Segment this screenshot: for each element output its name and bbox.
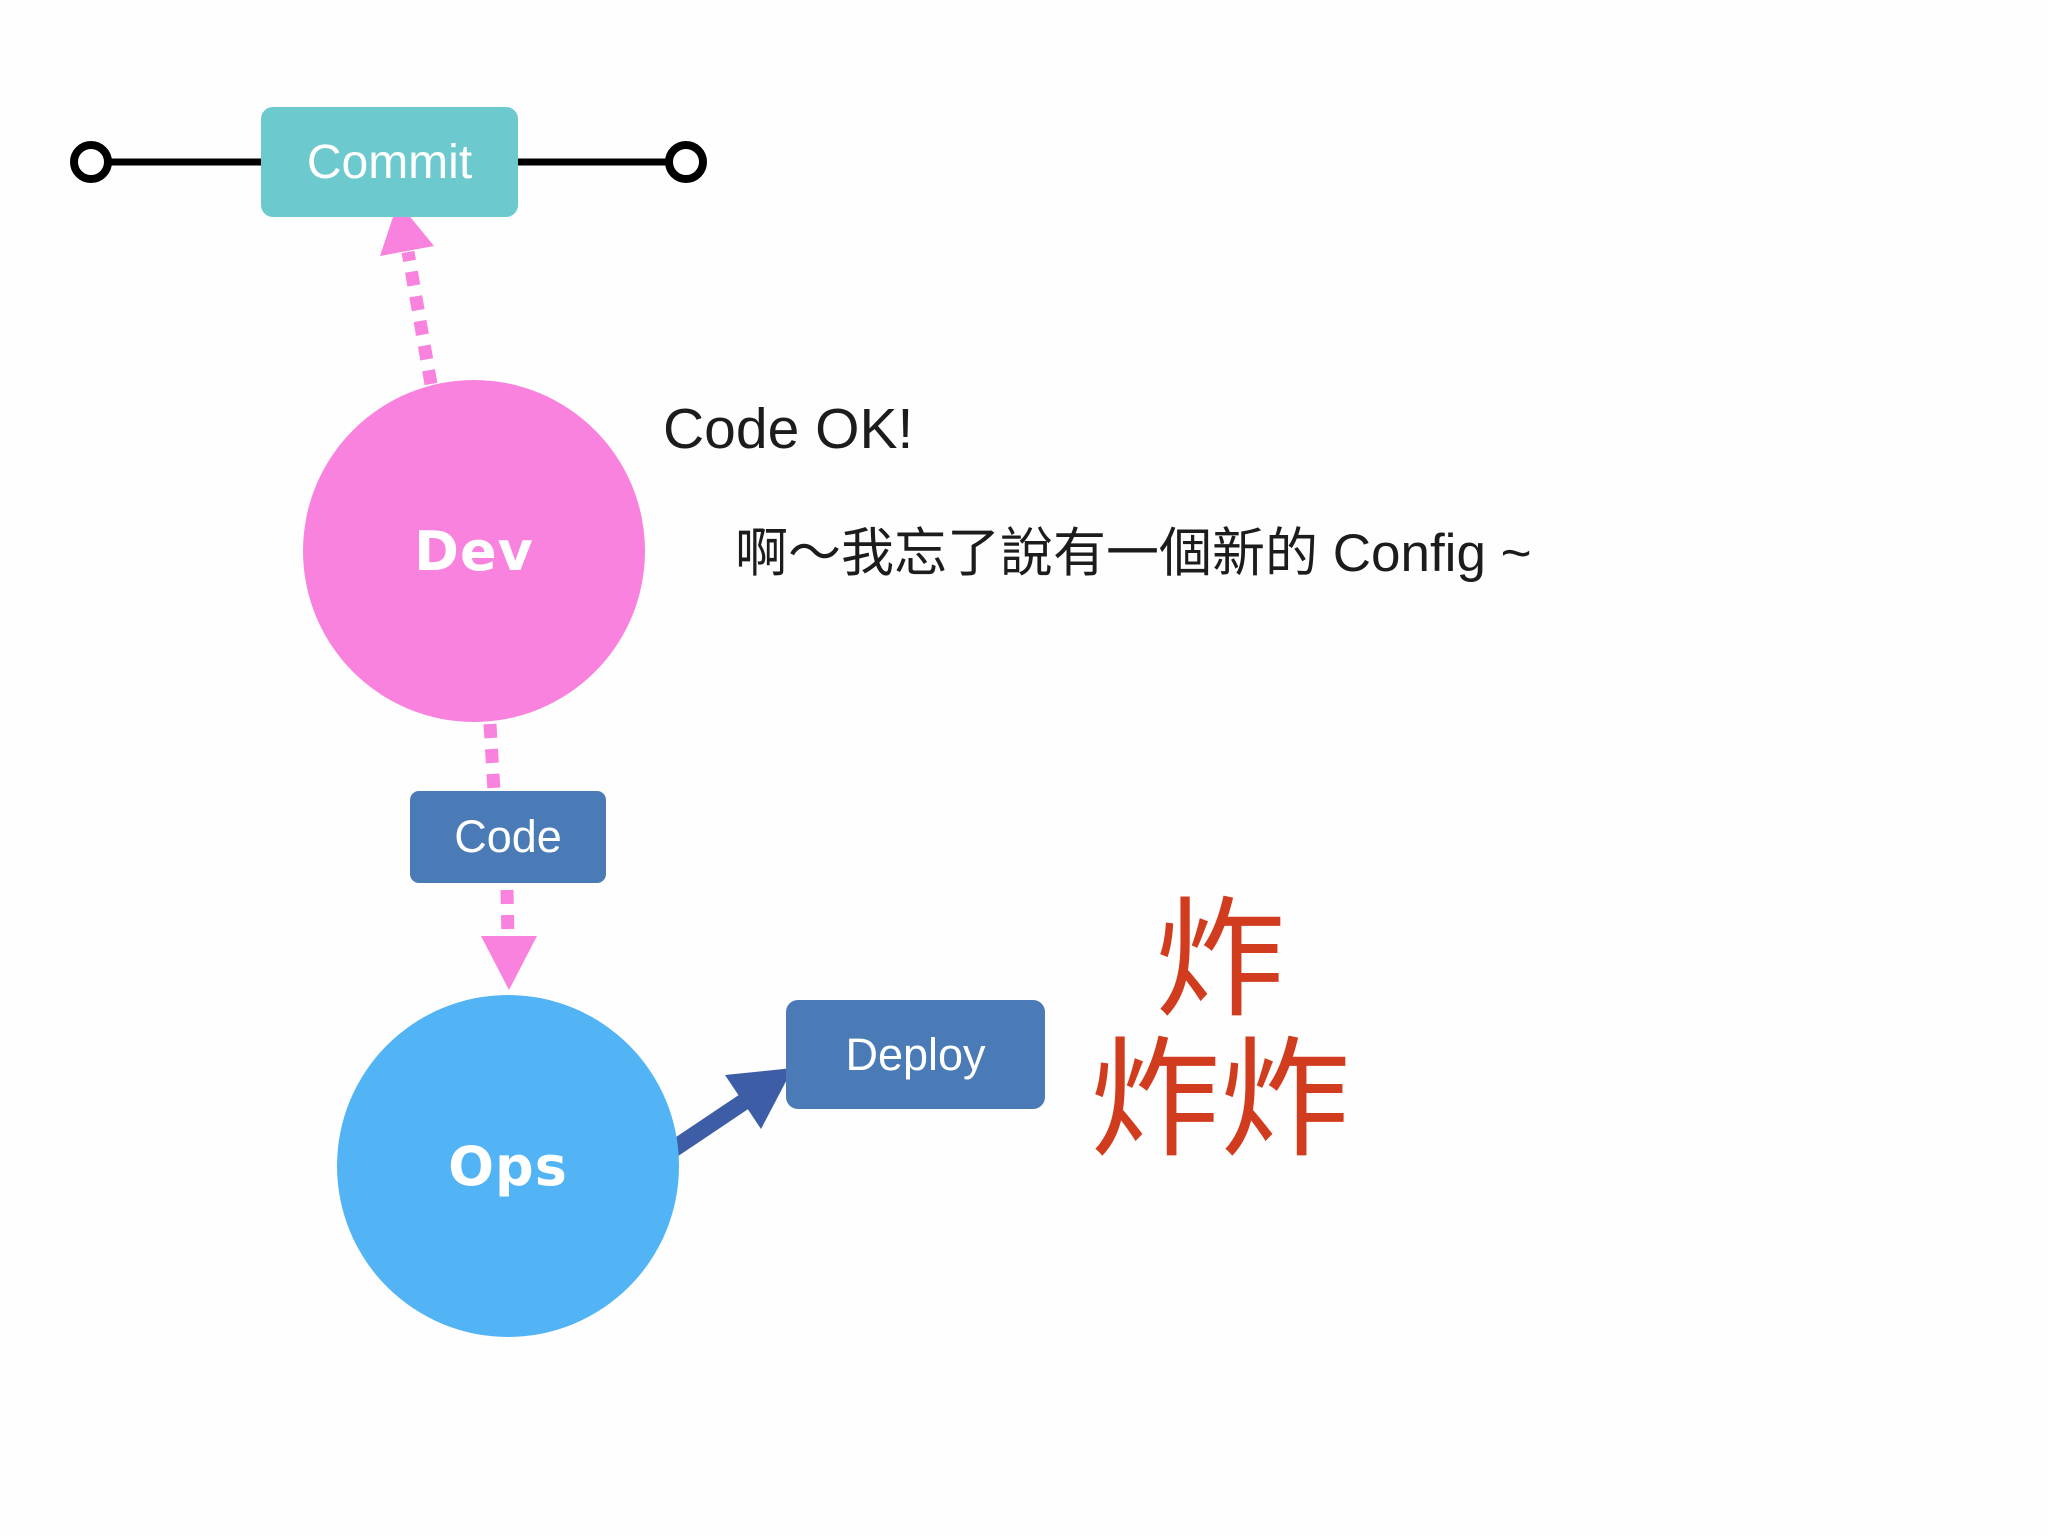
deploy-box: Deploy: [786, 1000, 1045, 1109]
explosion-line-1: 炸: [1154, 884, 1285, 1036]
commit-label: Commit: [306, 135, 473, 189]
code-to-ops-arrow-shaft: [500, 889, 515, 939]
dev-label: Dev: [414, 519, 534, 583]
code-ok-note: Code OK!: [663, 397, 914, 461]
timeline-start-node: [70, 141, 112, 183]
explosion-line-2: 炸炸: [1089, 1024, 1350, 1176]
timeline-end-node: [665, 141, 707, 183]
code-box: Code: [410, 791, 606, 883]
code-label: Code: [454, 811, 562, 862]
ops-to-deploy-arrow-head: [725, 1068, 793, 1129]
dev-to-code-connector: [483, 723, 501, 792]
code-to-ops-arrow-head: [481, 936, 537, 990]
ops-label: Ops: [448, 1134, 568, 1198]
ops-node: Ops: [337, 995, 679, 1337]
dev-node: Dev: [303, 380, 645, 722]
dev-to-commit-arrow-shaft: [401, 250, 438, 386]
explosion-text: 炸 炸炸: [1060, 890, 1380, 1170]
commit-box: Commit: [261, 107, 518, 217]
deploy-label: Deploy: [845, 1028, 986, 1080]
forgot-config-note: 啊～我忘了說有一個新的 Config ~: [735, 524, 1532, 583]
